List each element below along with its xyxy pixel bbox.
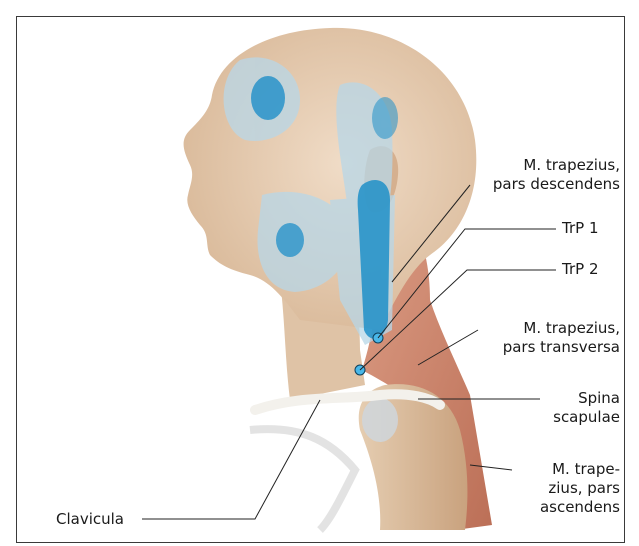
label-line: scapulae [500, 408, 620, 427]
humerus-head [362, 398, 398, 442]
head [184, 28, 477, 330]
label-line: zius, pars [500, 479, 620, 498]
collar-shadow [250, 429, 355, 530]
label-trapezius-descendens: M. trapezius, pars descendens [470, 156, 620, 194]
label-line: Spina [500, 389, 620, 408]
label-line: ascendens [500, 498, 620, 517]
label-trapezius-ascendens: M. trape- zius, pars ascendens [500, 460, 620, 517]
label-line: pars transversa [470, 338, 620, 357]
label-line: M. trapezius, [470, 319, 620, 338]
label-spina-scapulae: Spina scapulae [500, 389, 620, 427]
label-clavicula: Clavicula [56, 510, 124, 529]
label-trp1: TrP 1 [562, 219, 598, 238]
label-trp2: TrP 2 [562, 260, 598, 279]
label-line: M. trapezius, [470, 156, 620, 175]
label-line: pars descendens [470, 175, 620, 194]
label-trapezius-transversa: M. trapezius, pars transversa [470, 319, 620, 357]
label-line: M. trape- [500, 460, 620, 479]
